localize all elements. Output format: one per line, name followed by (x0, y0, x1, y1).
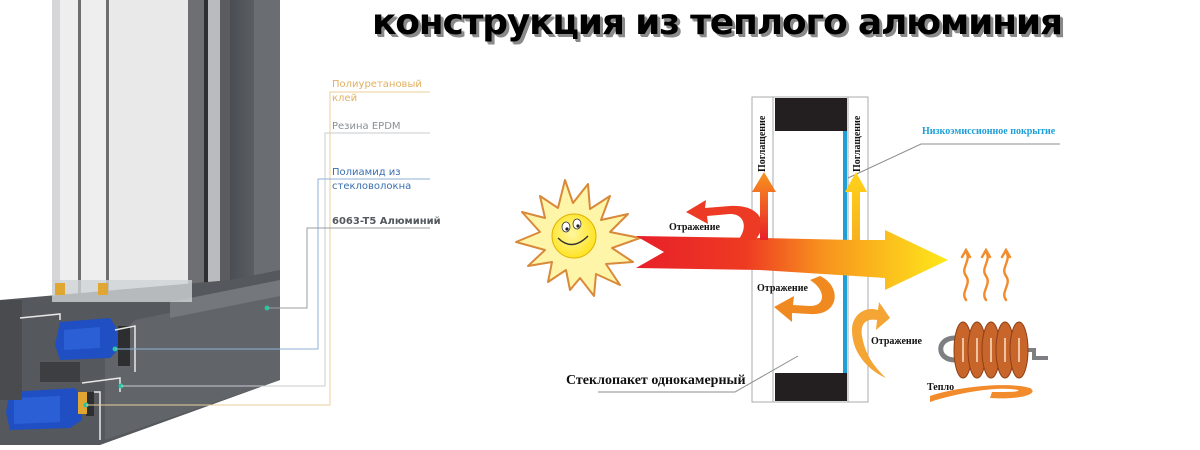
glazing-unit-label: Стеклопакет однокамерный (566, 373, 746, 388)
heat-label: Тепло (927, 382, 955, 393)
reflection-label-room: Отражение (871, 336, 922, 347)
radiator-icon (938, 321, 1048, 379)
aluminium-profile-illustration (0, 0, 280, 445)
callout-leader-lines (86, 91, 430, 406)
callout-polyurethane-line1: Полиуретановый (332, 79, 422, 90)
callout-epdm: Резина EPDM (332, 120, 401, 134)
low-e-coating-label: Низкоэмиссионное покрытие (922, 126, 1056, 137)
sun-icon (515, 179, 641, 297)
page-title: конструкция из теплого алюминия (372, 2, 1063, 43)
callout-polyurethane-line2: клей (332, 93, 358, 104)
reflection-label-inner: Отражение (757, 283, 808, 294)
callout-polyamide: Полиамид из стекловолокна (332, 166, 411, 194)
absorption-label-inner: Поглащение (852, 115, 863, 172)
callout-polyamide-line1: Полиамид из (332, 167, 401, 178)
callout-polyamide-line2: стекловолокна (332, 181, 412, 192)
callout-aluminium-line1: 6063-T5 Алюминий (332, 216, 441, 227)
callout-epdm-line1: Резина EPDM (332, 121, 401, 132)
callout-polyurethane: Полиуретановый клей (332, 78, 422, 106)
callout-aluminium: 6063-T5 Алюминий (332, 215, 441, 229)
reflection-label-outer: Отражение (669, 222, 720, 233)
solar-radiation-arrow (636, 230, 948, 290)
heat-swirl-icon (930, 385, 1033, 402)
absorption-label-outer: Поглащение (757, 115, 768, 172)
heat-waves-icon (960, 247, 1012, 302)
